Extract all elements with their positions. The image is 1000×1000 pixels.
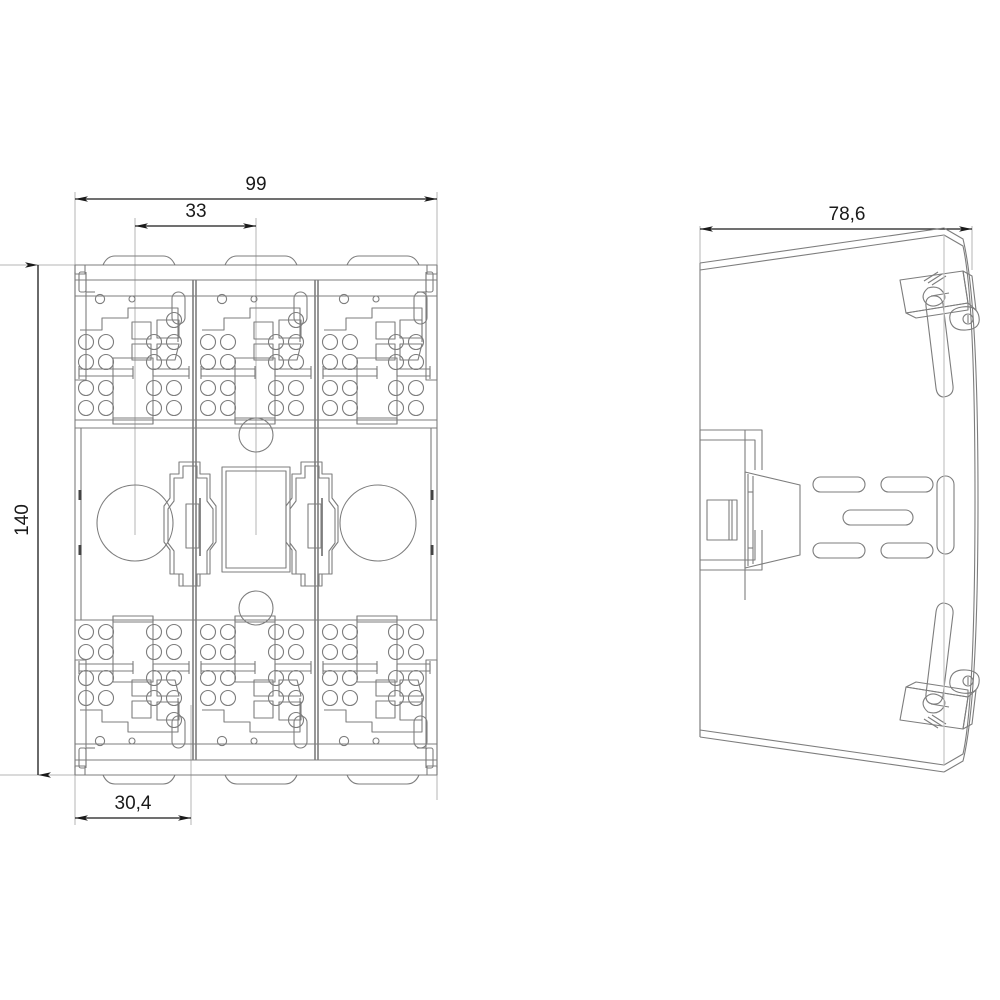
- front-top-pole-1: [77, 291, 190, 425]
- side-bottom-latch[interactable]: [899, 669, 980, 730]
- front-body-outline: [74, 264, 438, 776]
- dimension-edge-offset-label: 30,4: [115, 793, 152, 814]
- dimension-overall-width: 99: [75, 174, 437, 202]
- side-top-screw-icon: [922, 286, 950, 307]
- dimension-overall-height-label: 140: [12, 504, 33, 536]
- side-bottom-eyelet: [949, 669, 980, 694]
- side-top-eyelet: [949, 306, 980, 331]
- front-indicator-circle-bottom: [238, 590, 274, 626]
- front-bottom-pole-3: [321, 615, 431, 749]
- front-knockout-right: [339, 484, 417, 562]
- dimension-overall-height: 140: [12, 262, 51, 778]
- front-bottom-pole-1: [77, 615, 190, 749]
- side-bottom-edge: [699, 736, 945, 773]
- dimension-overall-depth-label: 78,6: [829, 204, 866, 225]
- front-cover-rails: [75, 255, 437, 785]
- front-indicator-circle-top: [238, 417, 274, 453]
- side-left-step-profile: [699, 429, 763, 571]
- side-bottom-screw-icon: [922, 693, 950, 714]
- front-top-pole-2: [199, 291, 312, 425]
- dimension-overall-depth: 78,6: [700, 204, 972, 232]
- front-toggle-guide-left[interactable]: [163, 461, 217, 587]
- dimension-overall-width-label: 99: [245, 174, 266, 195]
- front-top-pole-3: [321, 291, 431, 425]
- dimension-pole-pitch-label: 33: [185, 201, 206, 222]
- side-view: [699, 227, 980, 773]
- side-handle-boss[interactable]: [706, 471, 801, 569]
- side-edge-slot-middle: [936, 475, 955, 555]
- dimension-pole-pitch: 33: [135, 201, 256, 229]
- side-body-outline: [699, 234, 976, 766]
- dimension-edge-offset: 30,4: [75, 793, 191, 821]
- front-top-terminal-block: [75, 291, 437, 425]
- front-bottom-terminal-block: [75, 615, 437, 749]
- front-view: [74, 255, 438, 785]
- front-bottom-pole-2: [199, 615, 312, 749]
- front-toggle-guide-right[interactable]: [285, 461, 339, 587]
- side-top-edge: [699, 227, 945, 264]
- front-knockout-left: [96, 484, 174, 562]
- side-top-latch[interactable]: [899, 270, 980, 331]
